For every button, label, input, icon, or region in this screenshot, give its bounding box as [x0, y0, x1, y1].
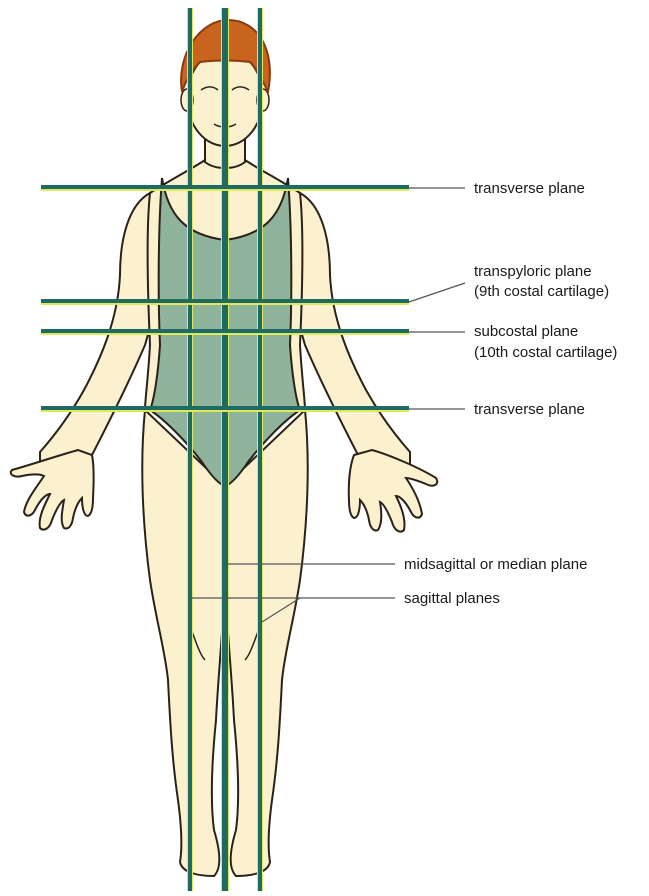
leader-transpyloric — [409, 283, 465, 302]
right-leg — [142, 410, 225, 876]
left-leg — [225, 410, 308, 876]
transpyloric-plane — [41, 299, 409, 305]
label-transverse-upper: transverse plane — [474, 180, 585, 197]
planes — [41, 8, 409, 891]
label-sagittal: sagittal planes — [404, 590, 500, 607]
label-subcostal-line2: (10th costal cartilage) — [474, 344, 617, 361]
transverse-plane-lower — [41, 406, 409, 412]
left-hand — [349, 450, 438, 532]
subcostal-plane — [41, 329, 409, 335]
sagittal-plane-right — [187, 8, 193, 891]
transverse-plane-upper — [41, 185, 409, 191]
label-subcostal-line1: subcostal plane — [474, 323, 578, 340]
midsagittal-plane — [221, 8, 229, 891]
label-transpyloric-line2: (9th costal cartilage) — [474, 283, 609, 300]
label-transpyloric-line1: transpyloric plane — [474, 263, 592, 280]
right-hand — [11, 450, 94, 530]
labels: transverse plane transpyloric plane (9th… — [404, 180, 617, 607]
label-midsagittal: midsagittal or median plane — [404, 556, 587, 573]
sagittal-plane-left — [257, 8, 263, 891]
label-transverse-lower: transverse plane — [474, 401, 585, 418]
